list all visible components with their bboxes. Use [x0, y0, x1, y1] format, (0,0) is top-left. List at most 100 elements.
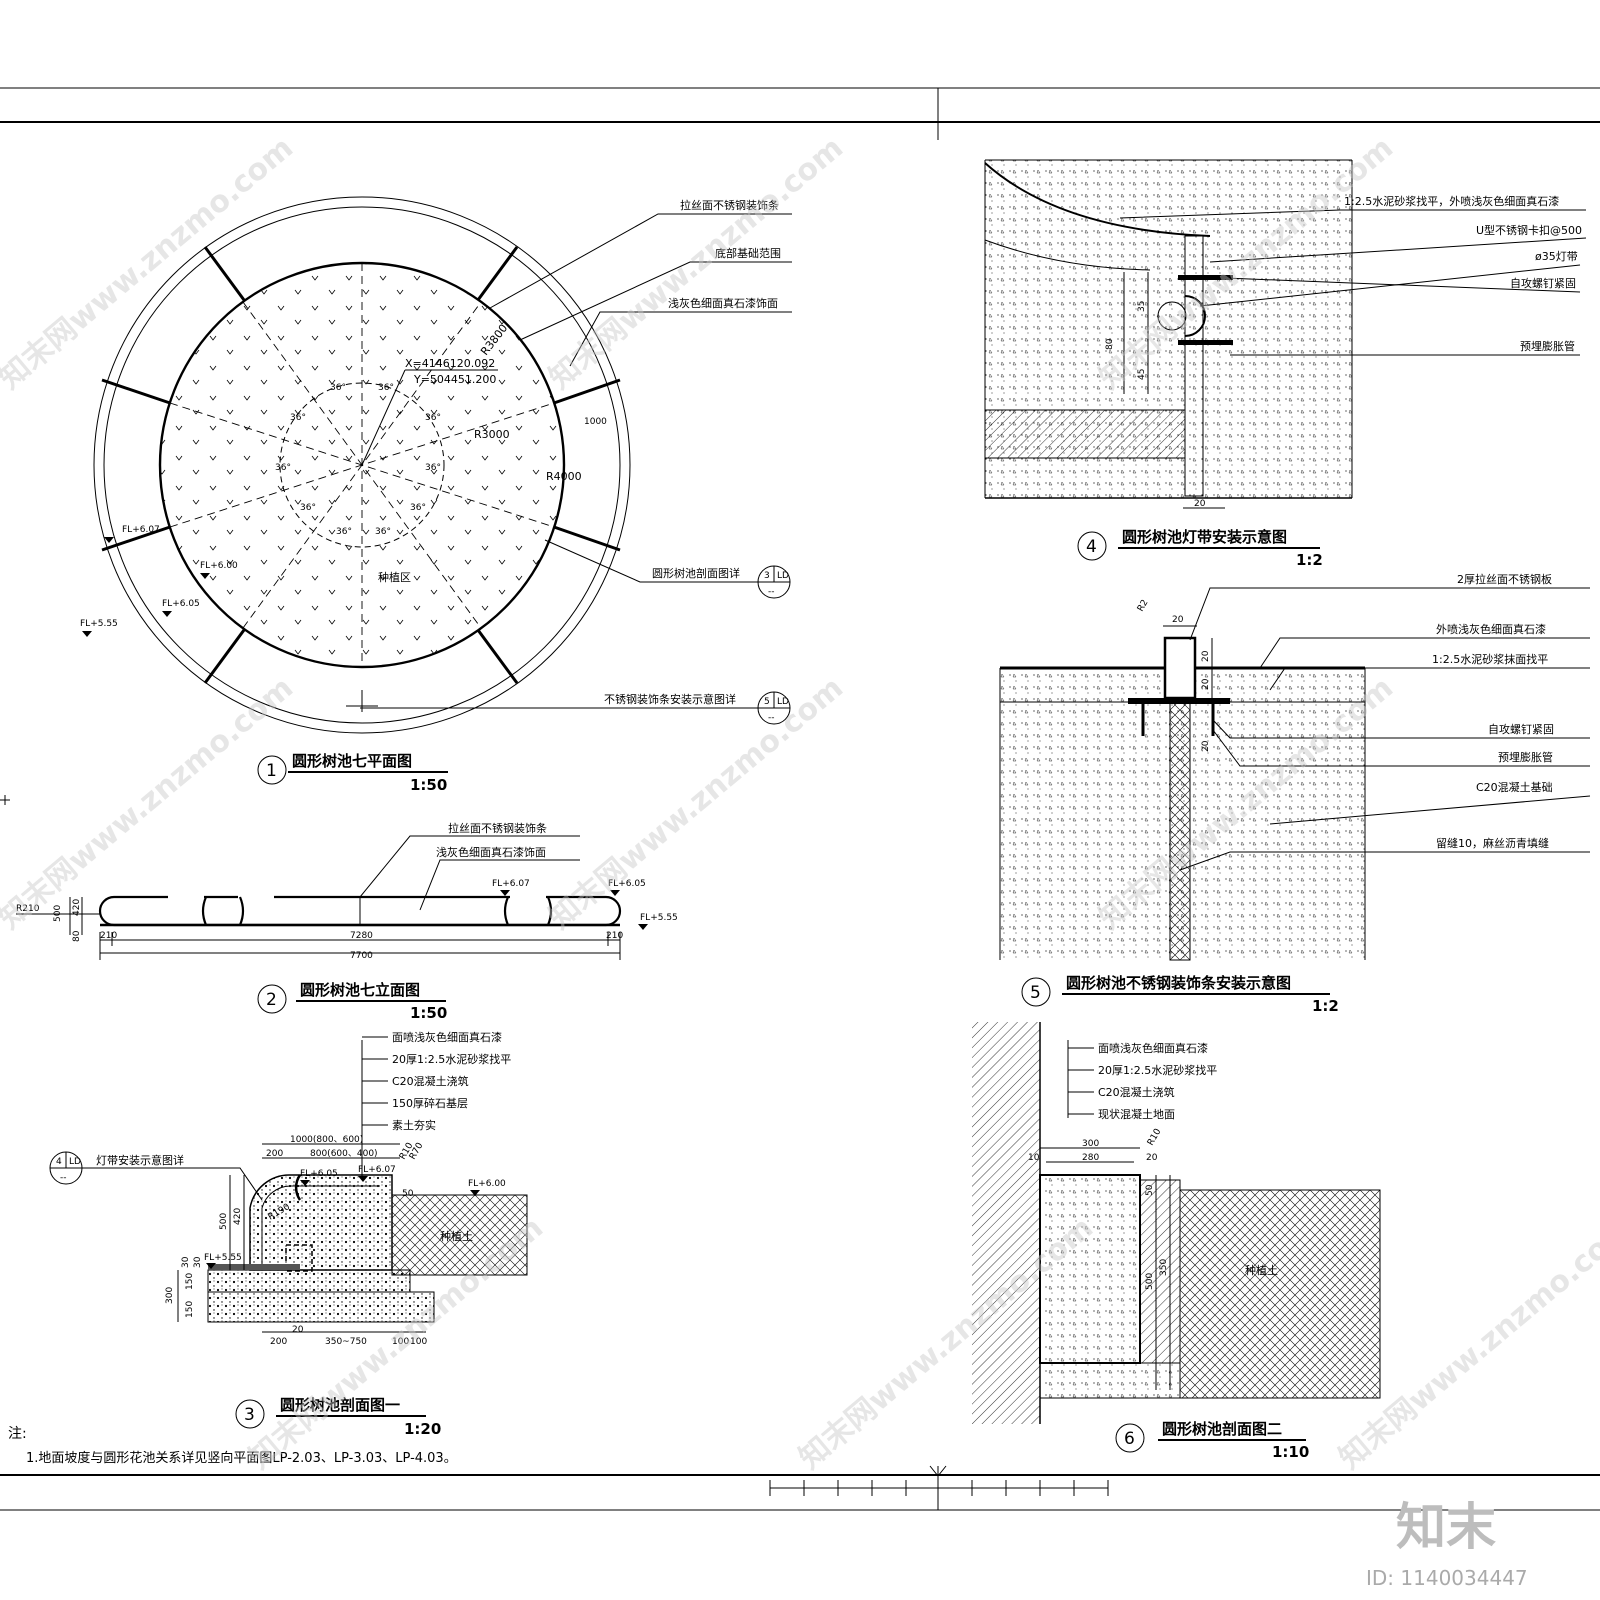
sec1-top-dims: 1000(800、600) 200 800(600、400) R10 R70 [262, 1135, 426, 1162]
ref-bubble-4: 4 LD -- [49, 1151, 83, 1185]
svg-text:面喷浅灰色细面真石漆: 面喷浅灰色细面真石漆 [392, 1030, 502, 1044]
svg-text:210: 210 [606, 931, 623, 941]
level-label: FL+5.55 [640, 913, 678, 923]
drawing-scale: 1:20 [404, 1420, 441, 1438]
plan-strips [101, 246, 621, 684]
detail4-leaders: 1:2.5水泥砂浆找平，外喷浅灰色细面真石漆 U型不锈钢卡扣@500 ø35灯带… [1119, 194, 1587, 356]
svg-text:420: 420 [72, 899, 82, 916]
ref-strip-label: 不锈钢装饰条安装示意图详 [604, 692, 736, 706]
svg-text:C20混凝土基础: C20混凝土基础 [1476, 780, 1553, 794]
radius-r4000: R4000 [546, 470, 582, 483]
elev-title-block: 2 圆形树池七立面图 1:50 [257, 981, 447, 1022]
svg-text:80: 80 [1105, 338, 1115, 350]
svg-text:3: 3 [764, 571, 770, 581]
svg-text:200: 200 [266, 1149, 283, 1159]
svg-text:R10: R10 [1146, 1127, 1164, 1148]
svg-text:500: 500 [219, 1213, 229, 1230]
scale-bar-ticks [769, 1465, 1109, 1496]
svg-text:150: 150 [185, 1301, 195, 1318]
leader-label-foundation: 底部基础范围 [715, 246, 781, 260]
drawing-scale: 1:50 [410, 776, 447, 794]
drawing-scale: 1:2 [1296, 551, 1323, 569]
sec1-levels: FL+6.05 FL+6.07 FL+6.00 FL+5.55 [204, 1165, 506, 1269]
svg-text:300: 300 [165, 1287, 175, 1304]
watermark-text: 知末网www.znzmo.com [543, 130, 850, 396]
svg-text:20: 20 [1146, 1153, 1158, 1163]
angle-label: 36° [275, 463, 291, 473]
svg-text:45: 45 [1137, 369, 1147, 380]
elev-label-finish: 浅灰色细面真石漆饰面 [436, 845, 546, 859]
svg-text:350~750: 350~750 [325, 1337, 367, 1347]
note-text: 1.地面坡度与圆形花池关系详见竖向平面图LP-2.03、LP-3.03、LP-4… [26, 1450, 457, 1466]
svg-text:500: 500 [53, 905, 63, 922]
detail4-title-block: 4 圆形树池灯带安装示意图 1:2 [1077, 528, 1323, 569]
svg-text:150: 150 [185, 1273, 195, 1290]
svg-text:LD: LD [777, 697, 789, 707]
detail4-drawing: 1:2.5水泥砂浆找平，外喷浅灰色细面真石漆 U型不锈钢卡扣@500 ø35灯带… [984, 159, 1587, 569]
drawing-number: 6 [1124, 1429, 1135, 1449]
level-label: FL+5.55 [80, 619, 118, 629]
plan-leaders: 拉丝面不锈钢装饰条 底部基础范围 浅灰色细面真石漆饰面 圆形树池剖面图详 不锈钢… [360, 198, 792, 709]
sec2-title-block: 6 圆形树池剖面图二 1:10 [1115, 1420, 1309, 1461]
planting-zone-label: 种植区 [378, 570, 411, 584]
svg-text:C20混凝土浇筑: C20混凝土浇筑 [392, 1074, 469, 1088]
svg-text:现状混凝土地面: 现状混凝土地面 [1098, 1107, 1175, 1121]
svg-text:1000(800、600): 1000(800、600) [290, 1135, 363, 1145]
detail4-dims: 35 80 45 20 [1105, 272, 1225, 509]
detail5-leaders: 2厚拉丝面不锈钢板 外喷浅灰色细面真石漆 1:2.5水泥砂浆抹面找平 自攻螺钉紧… [1179, 572, 1591, 871]
leader-label-finish: 浅灰色细面真石漆饰面 [668, 296, 778, 310]
drawing-number: 2 [266, 990, 277, 1010]
svg-text:7280: 7280 [350, 931, 373, 941]
drawing-scale: 1:2 [1312, 997, 1339, 1015]
soil-label: 种植土 [440, 1229, 473, 1243]
svg-text:280: 280 [1082, 1153, 1099, 1163]
drawing-scale: 1:10 [1272, 1443, 1309, 1461]
svg-text:FL+6.07: FL+6.07 [358, 1165, 396, 1175]
svg-text:20厚1:2.5水泥砂浆找平: 20厚1:2.5水泥砂浆找平 [392, 1052, 511, 1066]
drawing-title: 圆形树池不锈钢装饰条安装示意图 [1066, 974, 1291, 992]
svg-text:420: 420 [233, 1208, 243, 1225]
level-label: FL+6.05 [162, 599, 200, 609]
svg-text:35: 35 [1137, 301, 1147, 312]
svg-text:5: 5 [764, 697, 770, 707]
drawing-title: 圆形树池七立面图 [300, 981, 420, 999]
elev-dims: 500 420 80 210 7280 210 7700 [53, 897, 623, 961]
drawing-number: 1 [266, 761, 277, 781]
notes: 注: 1.地面坡度与圆形花池关系详见竖向平面图LP-2.03、LP-3.03、L… [8, 1426, 457, 1466]
svg-text:U型不锈钢卡扣@500: U型不锈钢卡扣@500 [1476, 223, 1582, 237]
sec2-layer-notes: 面喷浅灰色细面真石漆 20厚1:2.5水泥砂浆找平 C20混凝土浇筑 现状混凝土… [1067, 1040, 1217, 1121]
svg-text:R2: R2 [1136, 598, 1151, 613]
svg-text:LD: LD [777, 571, 789, 581]
coord-y: Y=504451.200 [413, 373, 496, 386]
svg-text:预埋膨胀管: 预埋膨胀管 [1498, 750, 1553, 764]
sheet-frame [0, 87, 1600, 1511]
angle-label: 36° [410, 503, 426, 513]
dim-1000: 1000 [584, 417, 607, 427]
svg-text:预埋膨胀管: 预埋膨胀管 [1520, 339, 1575, 353]
radius-r3000: R3000 [474, 428, 510, 441]
svg-text:10: 10 [1028, 1153, 1040, 1163]
svg-text:2厚拉丝面不锈钢板: 2厚拉丝面不锈钢板 [1457, 572, 1552, 586]
svg-text:50: 50 [402, 1189, 414, 1199]
ref-bubble-3: 3 LD -- [757, 565, 791, 599]
level-label: FL+6.07 [122, 525, 160, 535]
svg-text:面喷浅灰色细面真石漆: 面喷浅灰色细面真石漆 [1098, 1041, 1208, 1055]
drawing-number: 4 [1086, 537, 1097, 557]
svg-text:300: 300 [1082, 1139, 1099, 1149]
ref-bubble-5: 5 LD -- [757, 691, 791, 725]
svg-text:--: -- [768, 587, 775, 597]
svg-text:素土夯实: 素土夯实 [392, 1118, 436, 1132]
svg-text:100: 100 [410, 1337, 427, 1347]
svg-text:7700: 7700 [350, 951, 373, 961]
angle-label: 36° [378, 383, 394, 393]
svg-text:20: 20 [1201, 678, 1211, 690]
level-label: FL+6.00 [200, 561, 238, 571]
svg-text:LD: LD [69, 1157, 81, 1167]
watermark-logo: 知末 [1396, 1498, 1496, 1556]
drawing-title: 圆形树池灯带安装示意图 [1122, 528, 1287, 546]
drawing-title: 圆形树池剖面图二 [1162, 1420, 1282, 1438]
angle-label: 36° [330, 383, 346, 393]
svg-text:500: 500 [1145, 1273, 1155, 1290]
svg-text:自攻螺钉紧固: 自攻螺钉紧固 [1488, 722, 1554, 736]
angle-label: 36° [425, 463, 441, 473]
